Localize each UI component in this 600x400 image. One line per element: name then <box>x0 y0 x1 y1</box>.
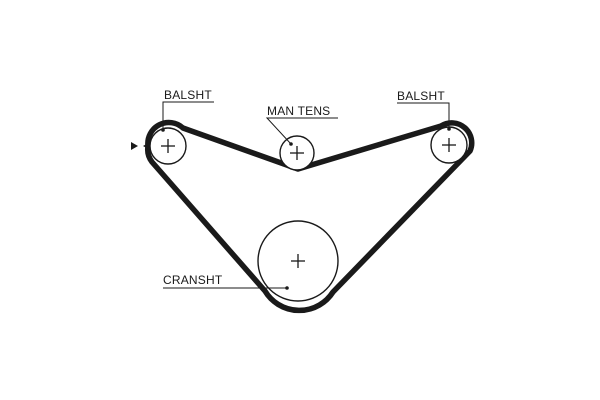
label-tensioner: MAN TENS <box>267 104 330 118</box>
leader-balance-shaft-right <box>397 102 450 129</box>
label-balance-shaft-right: BALSHT <box>397 89 445 103</box>
pulley-balance-shaft-left <box>149 127 187 165</box>
timing-mark-arrow-icon <box>131 142 150 150</box>
label-balance-shaft-left: BALSHT <box>164 88 212 102</box>
leader-tensioner <box>265 117 338 145</box>
pulley-crankshaft <box>257 220 339 302</box>
pulley-balance-shaft-right <box>430 126 468 164</box>
label-crankshaft: CRANSHT <box>163 273 223 287</box>
pulley-tensioner <box>279 135 315 171</box>
timing-belt <box>144 119 475 314</box>
leader-balance-shaft-left <box>162 101 214 130</box>
